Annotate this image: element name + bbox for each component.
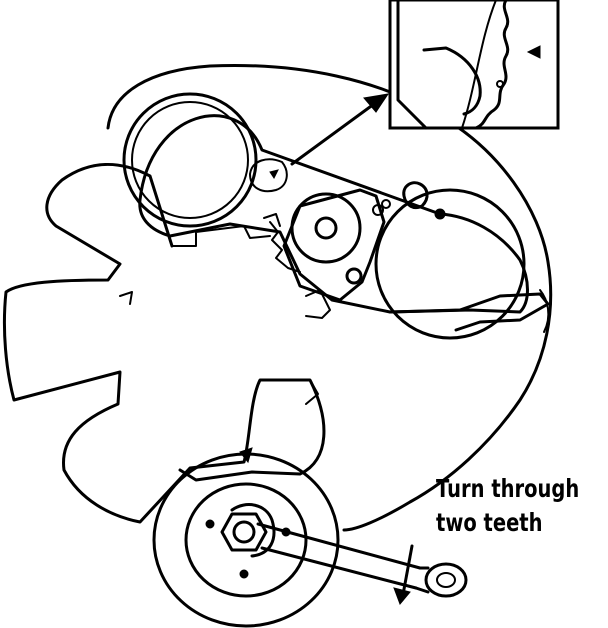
detail-inset-cover-groove xyxy=(422,46,482,116)
pump-mounting-bolt xyxy=(434,208,446,220)
tensioner-spring xyxy=(269,221,301,273)
crankshaft-bolt-hole-1 xyxy=(205,519,215,529)
crankshaft-bolt-hole-3 xyxy=(239,569,249,579)
camshaft-sprocket xyxy=(122,92,258,228)
wrench-ring-neck xyxy=(414,566,430,594)
tensioner-bolt-lower xyxy=(345,267,363,285)
fan-blades xyxy=(2,163,326,524)
detail-inset-timing-mark xyxy=(526,45,541,59)
crankshaft-pulley xyxy=(152,452,340,628)
tensioner-pulley xyxy=(290,192,362,264)
wrench xyxy=(256,522,422,590)
tensioner-bracket xyxy=(282,188,386,302)
belt-cover-outline xyxy=(106,64,553,532)
crankshaft-bolt-hex xyxy=(220,512,268,552)
cam-timing-mark-circle xyxy=(249,158,288,193)
fan-hub-notch-top xyxy=(171,225,271,247)
fan-hub-notch-left xyxy=(119,291,133,305)
detail-pointer-line xyxy=(290,102,376,166)
wrench-ring-end xyxy=(424,562,468,598)
crankshaft-pulley-inner xyxy=(184,482,308,598)
detail-pointer-arrowhead xyxy=(363,93,390,113)
tensioner-bolt-upper-2 xyxy=(381,199,391,209)
wrench-socket xyxy=(230,503,276,558)
belt-cover-lower-edge xyxy=(539,289,550,333)
tensioner-spring-anchor xyxy=(263,213,281,227)
lower-belt-cover-edge xyxy=(388,292,550,332)
rotation-arrowhead xyxy=(393,587,411,605)
detail-inset-gear-teeth xyxy=(474,0,510,130)
wrench-ring-end-inner xyxy=(436,572,456,588)
crankshaft-bolt-center xyxy=(232,520,256,544)
crankshaft-lower-mark xyxy=(239,447,253,464)
oil-pump-sprocket xyxy=(374,188,526,340)
pump-housing-tab xyxy=(402,181,429,210)
detail-inset-cover-mark xyxy=(396,0,428,130)
cam-timing-mark xyxy=(269,169,279,179)
instruction-callout: Turn through two teeth xyxy=(436,472,580,540)
timing-belt xyxy=(138,114,529,314)
tensioner-bolt-upper xyxy=(372,204,384,216)
tensioner-pulley-hub xyxy=(314,216,338,240)
detail-inset-bolt-hole xyxy=(496,80,504,88)
callout-line-1: Turn through xyxy=(436,474,580,503)
callout-line-2: two teeth xyxy=(436,508,543,537)
fan-blade-edge-lower xyxy=(305,379,319,405)
camshaft-sprocket-rim xyxy=(131,101,249,219)
